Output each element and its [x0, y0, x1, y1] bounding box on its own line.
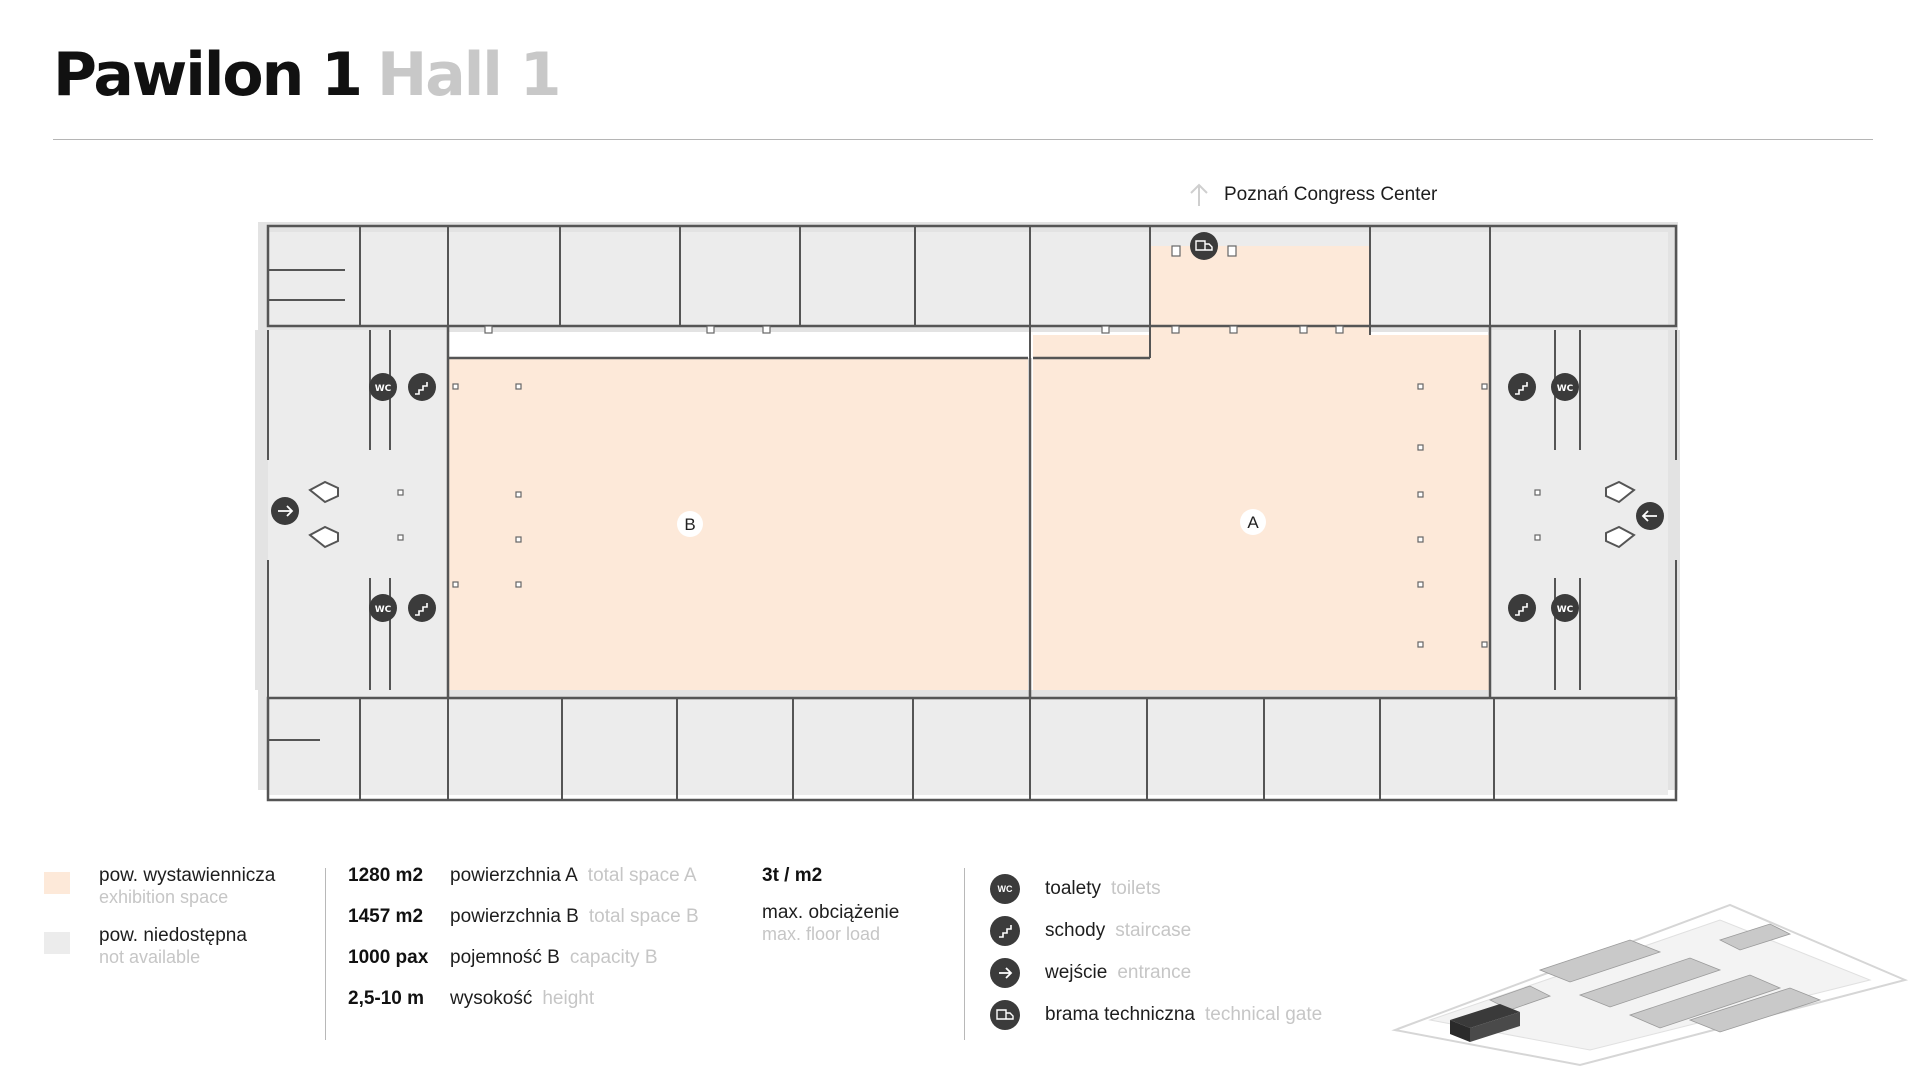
not-available-swatch	[44, 932, 70, 954]
map-wc-icon: WC	[1551, 373, 1579, 401]
zone-b-label: B	[684, 515, 695, 534]
symbol-label: toalety	[1045, 878, 1101, 899]
entrance-vestibules	[308, 480, 1636, 549]
stat-value: 1000 pax	[348, 947, 429, 968]
svg-text:WC: WC	[1557, 605, 1574, 615]
floor-load-label-en: max. floor load	[762, 924, 881, 944]
stat-row: 2,5-10 m wysokość height	[348, 988, 699, 1029]
stat-label: powierzchnia B	[450, 906, 579, 927]
columns	[397, 245, 1541, 648]
map-wc-icon: WC	[369, 373, 397, 401]
legend-symbol-row: WC toalety toilets	[990, 868, 1322, 910]
north-indicator: Poznań Congress Center	[1188, 182, 1437, 208]
symbol-label-en: technical gate	[1204, 1004, 1323, 1025]
stat-value: 2,5-10 m	[348, 988, 425, 1009]
title-polish: Pawilon 1	[53, 40, 363, 110]
floor-load-label: max. obciążenie	[762, 902, 900, 923]
arrow-up-icon	[1190, 183, 1208, 206]
map-wc-icon: WC	[1551, 594, 1579, 622]
exhibition-swatch	[44, 872, 70, 894]
map-wc-icon: WC	[369, 594, 397, 622]
site-minimap	[1391, 903, 1909, 1067]
stat-label-en: total space A	[587, 865, 697, 886]
map-staircase-icon	[1508, 373, 1536, 401]
symbol-label-en: entrance	[1117, 962, 1192, 983]
title-english: Hall 1	[377, 40, 561, 110]
hall-stats: 1280 m2 powierzchnia A total space A 145…	[348, 865, 699, 1029]
zone-a-label: A	[1247, 513, 1259, 532]
stat-label: pojemność B	[450, 947, 560, 968]
area-legend: pow. wystawiennicza exhibition space pow…	[44, 865, 275, 985]
legend-not-available: pow. niedostępna not available	[44, 925, 275, 967]
map-entrance-icon	[271, 497, 299, 525]
symbol-label: schody	[1045, 920, 1106, 941]
floor-load-value: 3t / m2	[762, 865, 823, 886]
floor-load: 3t / m2 max. obciążenie max. floor load	[762, 865, 899, 944]
zone-b-area[interactable]	[448, 358, 1028, 690]
legend-symbol-row: brama techniczna technical gate	[990, 994, 1322, 1036]
symbol-label-en: toilets	[1110, 878, 1161, 899]
map-staircase-icon	[408, 594, 436, 622]
stat-label-en: capacity B	[569, 947, 658, 968]
legend-label-pl: pow. niedostępna	[99, 925, 247, 946]
stat-row: 1280 m2 powierzchnia A total space A	[348, 865, 699, 906]
legend-divider	[325, 868, 326, 1040]
legend-label-en: not available	[99, 947, 201, 967]
truck-gate-icon	[990, 1000, 1020, 1030]
symbol-label: wejście	[1045, 962, 1108, 983]
stat-value: 1280 m2	[348, 865, 424, 886]
stat-label: wysokość	[450, 988, 533, 1009]
stat-label-en: height	[542, 988, 595, 1009]
wc-icon: WC	[990, 874, 1020, 904]
walls	[266, 224, 1678, 802]
symbol-legend: WC toalety toilets schody staircase wejś…	[990, 868, 1322, 1036]
entrance-icon	[990, 958, 1020, 988]
stat-row: 1000 pax pojemność B capacity B	[348, 947, 699, 988]
symbol-label: brama techniczna	[1045, 1004, 1195, 1025]
map-staircase-icon	[408, 373, 436, 401]
stat-label: powierzchnia A	[450, 865, 578, 886]
map-staircase-icon	[1508, 594, 1536, 622]
title-divider	[53, 139, 1873, 140]
staircase-icon	[990, 916, 1020, 946]
legend-symbol-row: schody staircase	[990, 910, 1322, 952]
hall-1-highlight	[1450, 1004, 1520, 1042]
floor-plan: B A WC WC WC WC	[255, 222, 1680, 802]
map-truck-gate-icon	[1190, 232, 1218, 260]
stat-value: 1457 m2	[348, 906, 424, 927]
svg-text:WC: WC	[1557, 384, 1574, 394]
zone-a-marker[interactable]: A	[1240, 509, 1266, 535]
legend-exhibition-space: pow. wystawiennicza exhibition space	[44, 865, 275, 907]
compass-label: Poznań Congress Center	[1224, 184, 1438, 205]
symbol-label-en: staircase	[1115, 920, 1192, 941]
svg-text:WC: WC	[375, 605, 392, 615]
legend-label-en: exhibition space	[99, 887, 229, 907]
svg-text:WC: WC	[375, 384, 392, 394]
legend-label-pl: pow. wystawiennicza	[99, 865, 276, 886]
zone-b-marker[interactable]: B	[677, 511, 703, 537]
stat-row: 1457 m2 powierzchnia B total space B	[348, 906, 699, 947]
legend-symbol-row: wejście entrance	[990, 952, 1322, 994]
legend-divider	[964, 868, 965, 1040]
map-entrance-icon	[1636, 502, 1664, 530]
stat-label-en: total space B	[588, 906, 699, 927]
